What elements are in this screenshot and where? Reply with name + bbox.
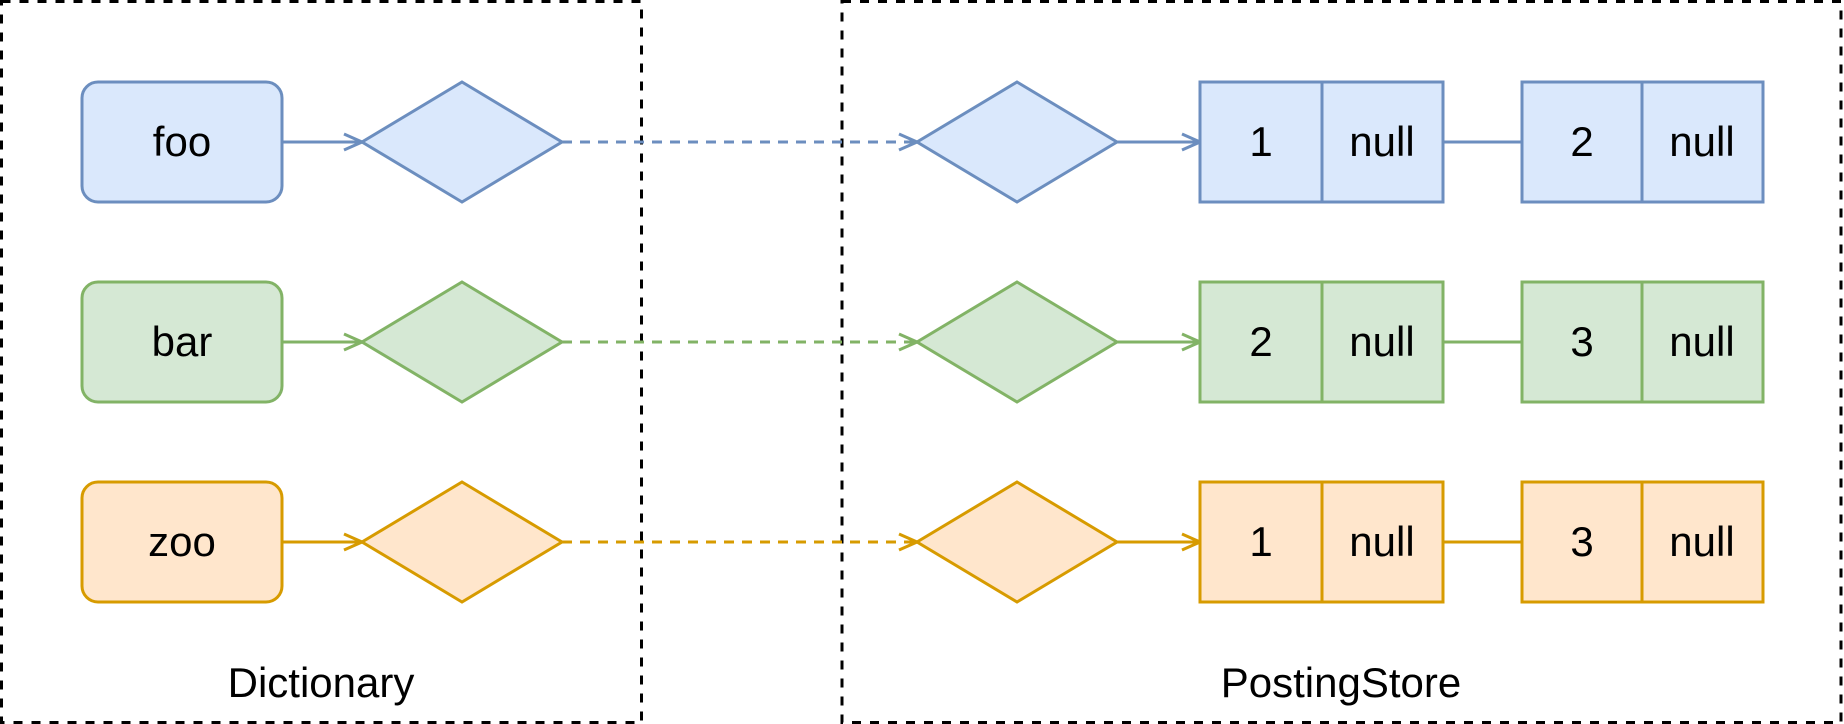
posting-next-pointer: null [1349, 318, 1414, 365]
posting-doc-id: 2 [1570, 118, 1593, 165]
dictionary-border [0, 0, 643, 724]
posting-store-border [840, 0, 1843, 724]
row-bar: bar 2 null 3 null [80, 280, 1765, 404]
posting-doc-cell [1520, 280, 1644, 404]
term-box [80, 480, 284, 604]
posting-next-cell [1320, 80, 1445, 204]
posting-node: 2 null [1198, 280, 1445, 404]
posting-doc-id: 3 [1570, 318, 1593, 365]
posting-doc-id: 3 [1570, 518, 1593, 565]
posting-next-cell [1320, 480, 1445, 604]
posting-doc-id: 1 [1249, 118, 1272, 165]
dictionary-container: Dictionary [0, 0, 643, 724]
posting-doc-id: 2 [1249, 318, 1272, 365]
store-pointer-diamond [914, 480, 1120, 604]
term-box [80, 80, 284, 204]
posting-node: 3 null [1520, 280, 1765, 404]
posting-doc-cell [1198, 280, 1324, 404]
posting-node: 1 null [1198, 480, 1445, 604]
posting-store-label: PostingStore [1221, 659, 1461, 706]
term-box [80, 280, 284, 404]
posting-next-cell [1320, 280, 1445, 404]
term-label: foo [153, 118, 211, 165]
posting-doc-cell [1520, 480, 1644, 604]
store-pointer-diamond [914, 280, 1120, 404]
posting-next-pointer: null [1669, 518, 1734, 565]
row-foo: foo 1 null 2 null [80, 80, 1765, 204]
dictionary-label: Dictionary [228, 659, 415, 706]
posting-node: 1 null [1198, 80, 1445, 204]
store-pointer-diamond [914, 80, 1120, 204]
posting-next-pointer: null [1669, 318, 1734, 365]
row-zoo: zoo 1 null 3 null [80, 480, 1765, 604]
posting-next-cell [1640, 480, 1765, 604]
dictionary-pointer-diamond [359, 280, 565, 404]
term-label: bar [152, 318, 213, 365]
posting-node: 3 null [1520, 480, 1765, 604]
posting-next-pointer: null [1669, 118, 1734, 165]
posting-next-cell [1640, 280, 1765, 404]
posting-next-cell [1640, 80, 1765, 204]
posting-node: 2 null [1520, 80, 1765, 204]
posting-doc-id: 1 [1249, 518, 1272, 565]
dictionary-pointer-diamond [359, 480, 565, 604]
posting-next-pointer: null [1349, 118, 1414, 165]
dictionary-pointer-diamond [359, 80, 565, 204]
term-label: zoo [148, 518, 216, 565]
posting-doc-cell [1198, 480, 1324, 604]
posting-store-container: PostingStore [840, 0, 1843, 724]
posting-next-pointer: null [1349, 518, 1414, 565]
